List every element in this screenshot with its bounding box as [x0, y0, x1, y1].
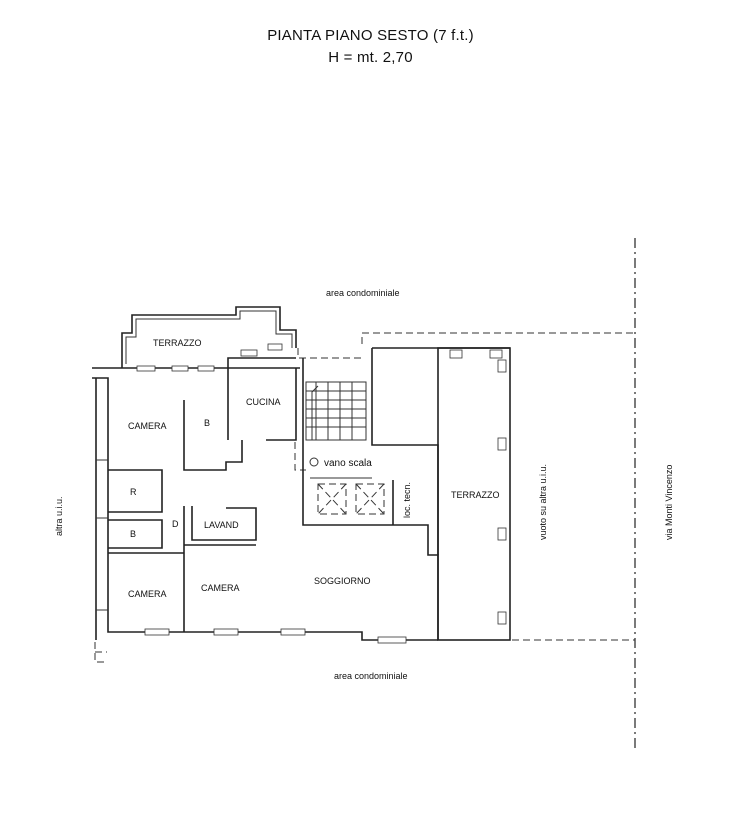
- terrazzo-top-outline: [121, 306, 297, 368]
- loc-tecn-label: loc. tecn.: [402, 482, 412, 518]
- soggiorno-label: SOGGIORNO: [314, 576, 371, 586]
- stair-top-dashed: [297, 348, 362, 359]
- terrazzo-top-label: TERRAZZO: [153, 338, 202, 348]
- room-r-walls: [108, 469, 163, 513]
- cucina-label: CUCINA: [246, 397, 281, 407]
- bath-1-walls: [183, 400, 243, 471]
- lavand-walls: [191, 506, 257, 541]
- bath-2-walls: [108, 519, 163, 549]
- area-top-label: area condominiale: [326, 288, 400, 298]
- bath-1-label: B: [204, 418, 210, 428]
- stair-point-icon: [309, 457, 319, 467]
- camera-2-label: CAMERA: [128, 589, 167, 599]
- staircase: [305, 381, 367, 441]
- terrazzo-right-label: TERRAZZO: [451, 490, 500, 500]
- windows: [136, 343, 507, 644]
- room-r-label: R: [130, 487, 137, 497]
- area-bottom-label: area condominiale: [334, 671, 408, 681]
- ceiling-height-note: H = mt. 2,70: [328, 49, 413, 66]
- vano-scala-label: vano scala: [324, 458, 372, 469]
- camera-1-label: CAMERA: [128, 421, 167, 431]
- kitchen-walls: [227, 357, 296, 440]
- plan-title: PIANTA PIANO SESTO (7 f.t.): [267, 27, 474, 44]
- bottom-left-dashed: [94, 642, 107, 663]
- lift-shafts: [317, 483, 385, 515]
- room-d-label: D: [172, 519, 179, 529]
- bath-2-label: B: [130, 529, 136, 539]
- south-wall: [92, 377, 438, 641]
- vuoto-label: vuoto su altra u.i.u.: [538, 464, 548, 540]
- altra-uiu-label: altra u.i.u.: [54, 496, 64, 536]
- street-name-label: via Monti Vincenzo: [664, 465, 674, 540]
- lavand-label: LAVAND: [204, 520, 239, 530]
- camera-3-label: CAMERA: [201, 583, 240, 593]
- top-boundary-dashed: [361, 332, 635, 344]
